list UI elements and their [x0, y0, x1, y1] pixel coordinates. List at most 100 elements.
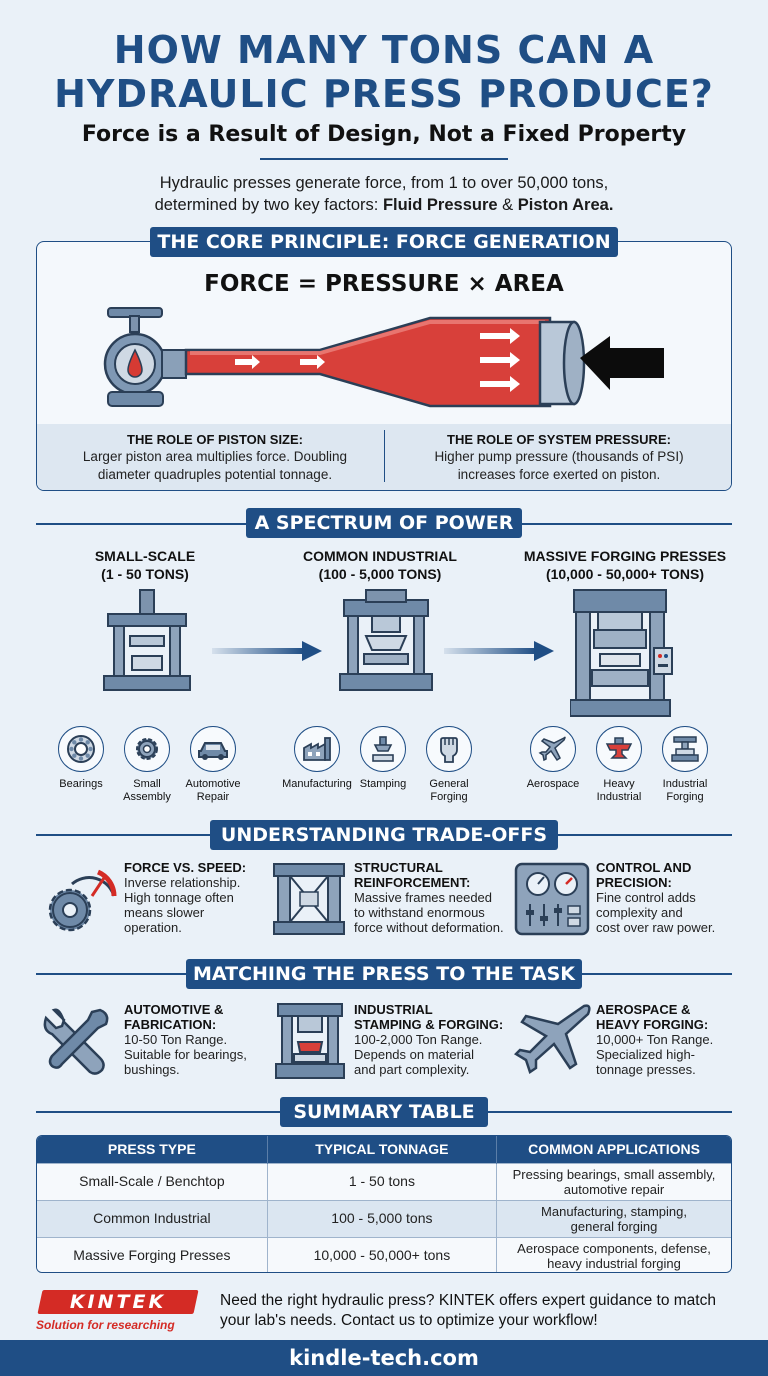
- tradeoff-control: CONTROL AND PRECISION: Fine control adds…: [596, 860, 746, 935]
- match-line: 100-2,000 Ton Range.: [354, 1032, 483, 1047]
- page-title: HOW MANY TONS CAN A HYDRAULIC PRESS PROD…: [0, 28, 768, 116]
- app-stamping: Stamping: [338, 726, 428, 791]
- intro-line-2: determined by two key factors: Fluid Pre…: [60, 194, 708, 216]
- table-cell: 10,000 - 50,000+ tons: [267, 1236, 498, 1272]
- app-label: General: [429, 778, 469, 790]
- app-label: Automotive: [185, 778, 241, 790]
- pump-icon: [103, 307, 187, 407]
- match-line: tonnage presses.: [596, 1062, 696, 1077]
- logo-tagline: Solution for researching: [36, 1318, 175, 1332]
- app-manufacturing: Manufacturing: [272, 726, 362, 791]
- table-cell-line: automotive repair: [563, 1181, 665, 1197]
- gear-icon: [124, 726, 170, 772]
- page-subtitle: Force is a Result of Design, Not a Fixed…: [81, 122, 687, 147]
- spectrum-banner: A SPECTRUM OF POWER: [246, 508, 522, 538]
- table-cell: Common Industrial: [37, 1199, 268, 1237]
- app-label: Manufacturing: [282, 778, 352, 790]
- stamping-press-icon: [275, 1003, 345, 1079]
- app-label-2: Assembly: [123, 791, 171, 803]
- kintek-logo[interactable]: KINTEK: [69, 1291, 167, 1313]
- match-line: bushings.: [124, 1062, 180, 1077]
- bearing-icon: [58, 726, 104, 772]
- tradeoff-line: Inverse relationship.: [124, 875, 241, 890]
- frame-reinforcement-icon: [273, 863, 345, 935]
- stamp-icon: [360, 726, 406, 772]
- title-divider: [260, 158, 508, 160]
- app-label-2: Forging: [666, 791, 704, 803]
- tradeoff-line: cost over raw power.: [596, 920, 716, 935]
- force-formula: FORCE = PRESSURE × AREA: [204, 271, 564, 297]
- tier-small-range: (1 - 50 TONS): [101, 566, 189, 582]
- app-label: Stamping: [359, 778, 407, 790]
- tradeoff-line: High tonnage often: [124, 890, 234, 905]
- app-label: Industrial: [662, 778, 708, 790]
- tradeoff-line: force without deformation.: [354, 920, 504, 935]
- intro-bold-pressure: Fluid Pressure: [382, 196, 498, 214]
- matching-banner: MATCHING THE PRESS TO THE TASK: [186, 959, 582, 989]
- table-cell: 1 - 50 tons: [267, 1162, 498, 1200]
- table-header-row: PRESS TYPE TYPICAL TONNAGE COMMON APPLIC…: [37, 1136, 731, 1163]
- fist-icon: [426, 726, 472, 772]
- match-aerospace: AEROSPACE & HEAVY FORGING: 10,000+ Ton R…: [596, 1002, 746, 1077]
- piston-size-text-2: diameter quadruples potential tonnage.: [97, 467, 333, 482]
- match-heading-2: HEAVY FORGING:: [596, 1017, 709, 1032]
- table-cell-line: heavy industrial forging: [547, 1255, 681, 1271]
- app-label: Heavy: [603, 778, 635, 790]
- match-line: Specialized high-: [596, 1047, 696, 1062]
- tradeoffs-banner: UNDERSTANDING TRADE-OFFS: [210, 820, 558, 850]
- tradeoff-heading-2: REINFORCEMENT:: [354, 875, 471, 890]
- intro-text: Hydraulic presses generate force, from 1…: [60, 172, 708, 216]
- tradeoff-line: operation.: [124, 920, 182, 935]
- tier-small-name: SMALL-SCALE: [94, 548, 196, 564]
- arrow-right-icon: [212, 641, 322, 661]
- tradeoff-line: Fine control adds: [596, 890, 696, 905]
- match-heading-2: STAMPING & FORGING:: [354, 1017, 504, 1032]
- match-heading: AEROSPACE &: [596, 1002, 691, 1017]
- match-heading: INDUSTRIAL: [354, 1002, 433, 1017]
- table-cell: Aerospace components, defense,heavy indu…: [496, 1236, 731, 1272]
- footer-message-line-2: your lab's needs. Contact us to optimize…: [220, 1312, 598, 1329]
- table-cell-line: general forging: [570, 1218, 658, 1234]
- airplane-icon: [514, 1004, 591, 1074]
- app-label-2: Repair: [196, 791, 230, 803]
- table-cell: Manufacturing, stamping,general forging: [496, 1199, 731, 1237]
- match-line: 10,000+ Ton Range.: [596, 1032, 714, 1047]
- table-cell: Small-Scale / Benchtop: [37, 1162, 268, 1200]
- piston-size-heading: THE ROLE OF PISTON SIZE:: [127, 432, 303, 447]
- flow-arrows: [235, 328, 520, 392]
- piston-size-explanation: THE ROLE OF PISTON SIZE: Larger piston a…: [50, 432, 380, 483]
- wrench-icon: [43, 1008, 109, 1075]
- system-pressure-text-1: Higher pump pressure (thousands of PSI): [434, 449, 684, 464]
- app-label-2: Forging: [430, 791, 468, 803]
- match-line: and part complexity.: [354, 1062, 470, 1077]
- app-aerospace: Aerospace: [508, 726, 598, 791]
- tradeoff-heading: CONTROL AND: [596, 860, 692, 875]
- table-cell: Pressing bearings, small assembly,automo…: [496, 1162, 731, 1200]
- factory-icon: [294, 726, 340, 772]
- table-row: Common Industrial 100 - 5,000 tons Manuf…: [37, 1199, 731, 1237]
- match-heading-2: FABRICATION:: [124, 1017, 217, 1032]
- summary-table: PRESS TYPE TYPICAL TONNAGE COMMON APPLIC…: [36, 1135, 732, 1273]
- app-label-2: Industrial: [596, 791, 642, 803]
- tier-massive-range: (10,000 - 50,000+ TONS): [545, 566, 705, 582]
- match-industrial: INDUSTRIAL STAMPING & FORGING: 100-2,000…: [354, 1002, 524, 1077]
- gauge-gear-icon: [48, 869, 117, 932]
- app-label: Bearings: [59, 778, 103, 790]
- car-icon: [190, 726, 236, 772]
- tradeoff-line: complexity and: [596, 905, 683, 920]
- footer-url-link[interactable]: kindle-tech.com: [0, 1340, 768, 1376]
- title-line-2: HYDRAULIC PRESS PRODUCE?: [54, 72, 714, 116]
- footer-message: Need the right hydraulic press? KINTEK o…: [220, 1291, 740, 1331]
- tier-small-heading: SMALL-SCALE (1 - 50 TONS): [60, 547, 230, 583]
- tier-massive-name: MASSIVE FORGING PRESSES: [523, 548, 727, 564]
- core-banner: THE CORE PRINCIPLE: FORCE GENERATION: [150, 227, 618, 257]
- table-header: TYPICAL TONNAGE: [267, 1136, 498, 1163]
- piston-size-text-1: Larger piston area multiplies force. Dou…: [82, 449, 348, 464]
- forge-icon: [662, 726, 708, 772]
- system-pressure-text-2: increases force exerted on piston.: [457, 467, 661, 482]
